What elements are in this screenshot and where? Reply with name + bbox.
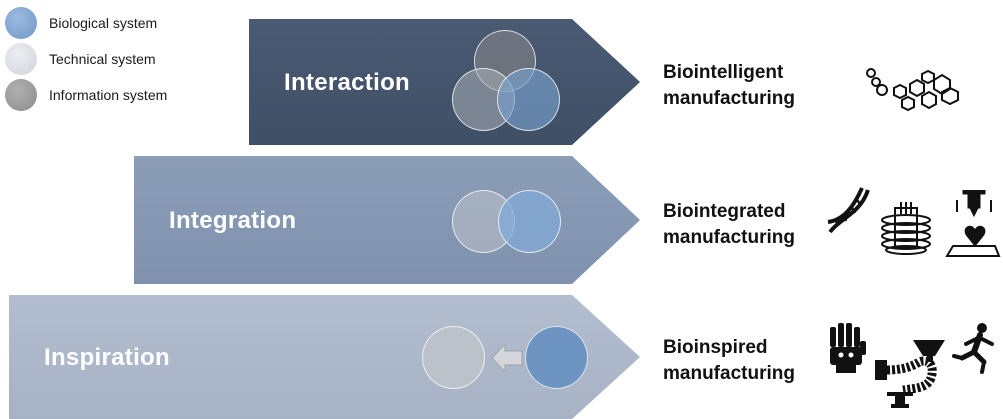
bioinspired-manufacturing-label: Bioinspired manufacturing [663,337,795,384]
arrow-left-icon [492,344,524,372]
interaction-arrow: Interaction [249,19,640,145]
legend-item-technical: Technical system [5,41,167,77]
arrow-title: Interaction [284,69,410,96]
biointelligent-manufacturing-label: Biointelligent manufacturing [663,62,795,109]
bioreactor-coil-icon [881,202,931,255]
legend: Biological system Technical system Infor… [5,5,167,113]
legend-item-information: Information system [5,77,167,113]
inspiration-arrow: Inspiration [9,295,640,419]
technical-system-dot [5,43,37,75]
robotic-hand-icon [830,323,866,373]
legend-label: Technical system [49,51,156,67]
arrow-title: Integration [169,207,297,234]
legend-item-biological: Biological system [5,5,167,41]
robot-arm-gripper-icon [873,336,949,410]
bioprinter-heart-icon [945,190,1001,257]
hexagon-molecule-icon [866,68,959,112]
running-person-icon [952,323,994,374]
biointegrated-manufacturing-label: Biointegrated manufacturing [663,201,795,248]
biological-system-dot [5,7,37,39]
biological-system-circle [497,68,560,131]
biological-system-circle [498,190,561,253]
integration-arrow: Integration [134,156,640,284]
biological-system-circle [525,326,588,389]
arrow-title: Inspiration [44,344,170,371]
legend-label: Information system [49,87,168,103]
technical-system-circle [422,326,485,389]
legend-label: Biological system [49,15,158,31]
dna-helix-icon [827,187,870,234]
information-system-dot [5,79,37,111]
